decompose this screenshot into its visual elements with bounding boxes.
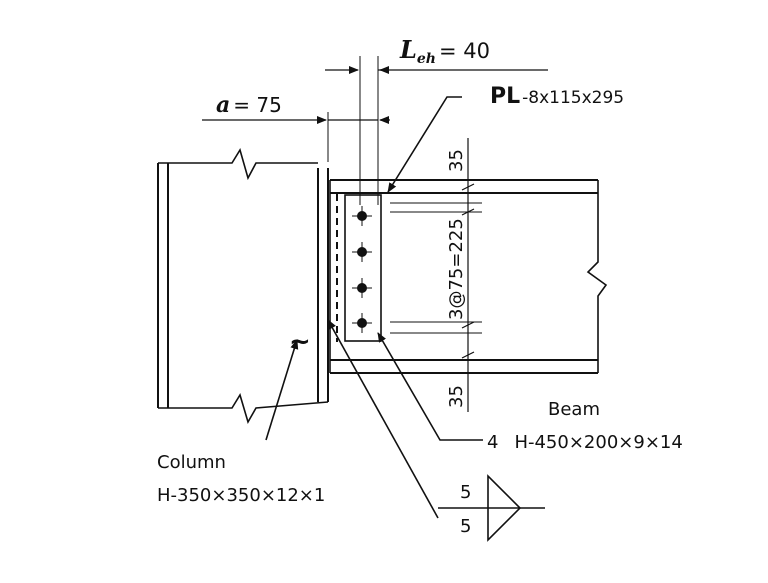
- column-section: [157, 148, 329, 425]
- leh-label: Leh= 40: [399, 35, 490, 67]
- a-label: a= 75: [216, 92, 282, 118]
- bolt-spacing-dim: 3@75=225: [446, 218, 467, 320]
- column-leader: [265, 339, 299, 441]
- extension-lines: [327, 56, 379, 205]
- vertical-dimension-line: [461, 138, 475, 412]
- bolt-2: [352, 242, 372, 262]
- weld-size-bottom: 5: [460, 516, 471, 537]
- bolt-1: [352, 206, 372, 226]
- bolt-4: [352, 313, 372, 333]
- column-weld-mark: ~: [289, 327, 311, 357]
- top-edge-dim: 35: [446, 149, 467, 172]
- bolt-3: [352, 278, 372, 298]
- weld-symbol: [438, 474, 545, 542]
- weld-size-top: 5: [460, 482, 471, 503]
- bolt-leader: [377, 332, 483, 441]
- bolt-group: [352, 206, 372, 333]
- beam-label: Beam: [548, 399, 600, 420]
- bottom-edge-dim: 35: [446, 385, 467, 408]
- plate-spec-label: PL-8x115x295: [490, 84, 624, 109]
- weld-leader: [327, 319, 439, 519]
- column-section-label: H-350×350×12×1: [157, 485, 325, 506]
- shear-plate: [344, 194, 382, 342]
- beam-section: [329, 179, 608, 374]
- plate-leader: [387, 96, 462, 193]
- column-label: Column: [157, 452, 226, 473]
